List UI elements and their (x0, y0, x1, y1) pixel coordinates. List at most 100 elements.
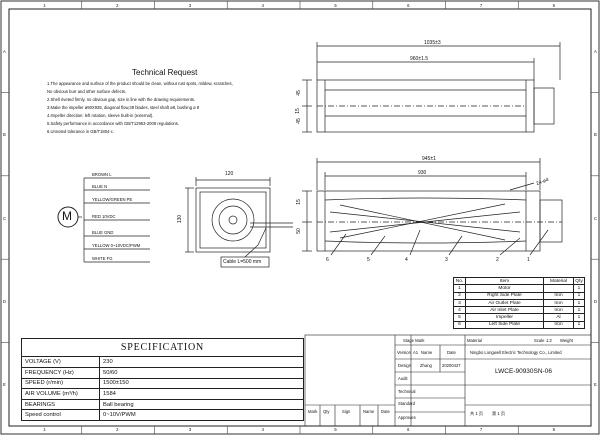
cell: Air Inlet Plate (465, 306, 544, 315)
spec-key: FREQUENCY (Hz) (21, 367, 100, 379)
parts-header: No. Item Material Qty (453, 276, 585, 286)
request-line: 4.Impeller direction: left rotation, sle… (47, 113, 154, 119)
spec-value: 1500±150 (99, 377, 304, 390)
tb-sign: Sign (342, 409, 351, 414)
request-line: 6.Unnoted tolerance in GB/T1804-c. (47, 129, 115, 135)
tb-material: Material (467, 338, 482, 343)
grid-row-label: C (594, 215, 598, 221)
grid-col-label: 1 (43, 3, 46, 8)
dim-15b: 15 (295, 199, 302, 205)
grid-col-label: 3 (188, 427, 192, 432)
cell: 6 (453, 320, 466, 330)
grid-col-label: 8 (552, 427, 555, 432)
wire-label: WHITE FG (92, 256, 113, 261)
spec-value: 0~10V/PWM (99, 409, 304, 421)
spec-value: 230 (99, 356, 304, 369)
dim-50: 50 (295, 228, 302, 234)
cell: Al (543, 313, 574, 322)
request-title: Technical Request (132, 68, 198, 77)
tb-company: Ningbo Longwell Electric Technology Co.,… (470, 350, 562, 355)
grid-col-label: 2 (116, 427, 119, 432)
dim-width: 120 (225, 171, 234, 177)
grid-row-label: A (3, 48, 6, 54)
dim-930: 930 (418, 170, 427, 176)
col-qty: Qty (573, 276, 585, 286)
col-no: No. (453, 276, 466, 286)
tb-technical: Technical (398, 389, 416, 394)
balloon-3: 3 (445, 257, 448, 263)
request-line: 1.The appearance and surface of the prod… (47, 81, 233, 86)
request-line: 2.Shell riveted firmly, no obvious gap, … (47, 97, 196, 103)
wire-label: BROWN L (92, 172, 112, 177)
tb-designer: Zhang (420, 363, 432, 368)
cell: Iron (543, 306, 574, 315)
motor-symbol: M (62, 209, 72, 223)
balloon-4: 4 (405, 257, 408, 263)
wire-label: YELLOW/GREEN PE (92, 197, 133, 202)
cell: 1 (573, 291, 585, 300)
spec-value: 50/60 (99, 367, 304, 379)
cell: 2 (453, 291, 466, 300)
tb-sheet: 共 1 页 (470, 411, 484, 416)
cell: 1 (573, 306, 585, 315)
grid-col-label: 4 (261, 3, 264, 8)
spec-value: 1584 (99, 388, 304, 400)
request-line: No obvious burr and other surface defect… (47, 89, 127, 95)
cell: 1 (573, 320, 585, 330)
grid-col-label: 5 (334, 3, 337, 8)
balloon-6: 6 (326, 257, 329, 263)
tb-qty: Qty (323, 409, 330, 414)
spec-key: AIR VOLUME (m³/h) (21, 388, 100, 400)
side-view (302, 158, 563, 256)
cell: Right Side Plate (465, 291, 544, 300)
spec-key: VOLTAGE (V) (21, 356, 100, 369)
top-view (302, 42, 561, 133)
tb-design: Design (398, 363, 412, 368)
cell: 5 (453, 313, 466, 322)
grid-row-label: E (594, 382, 597, 388)
spec-value: Ball bearing (99, 398, 304, 411)
cell: 3 (453, 298, 466, 308)
wire-label: BLUE N (92, 184, 108, 189)
grid-col-label: 5 (334, 427, 337, 432)
tb-standard: Standard (398, 401, 415, 406)
grid-col-label: 8 (552, 3, 555, 8)
tb-scale: Scale (534, 338, 545, 343)
tb-stage-mark: Stage Mark (403, 338, 425, 343)
spec-table: SPECIFICATION VOLTAGE (V)230 FREQUENCY (… (21, 337, 304, 421)
grid-col-label: 6 (407, 427, 410, 432)
spec-row: VOLTAGE (V)230 (21, 356, 304, 369)
balloon-2: 2 (496, 257, 499, 263)
cell: 1 (573, 298, 585, 308)
cell: Impeller (465, 313, 544, 322)
wiring-schematic (57, 177, 150, 263)
dim-15: 15 (294, 108, 301, 114)
tb-date: Date (447, 350, 456, 355)
tb-name: Name (421, 350, 433, 355)
spec-key: Speed control (21, 409, 100, 421)
spec-row: SPEED (r/min)1500±150 (21, 377, 304, 390)
cell: Left Side Plate (465, 320, 544, 330)
dim-overall: 1035±3 (424, 40, 441, 46)
grid-row-label: B (594, 132, 597, 138)
balloon-5: 5 (367, 257, 370, 263)
tb-design-date: 20200427 (442, 363, 461, 368)
tb-weight: Weight (560, 338, 573, 343)
tb-audit: Audit (398, 376, 408, 381)
grid-col-label: 2 (116, 3, 119, 8)
spec-title: SPECIFICATION (21, 337, 304, 358)
front-housing (195, 187, 271, 253)
grid-col-label: 7 (479, 3, 483, 8)
cell (543, 284, 574, 293)
grid-row-label: D (594, 298, 598, 304)
spec-row: AIR VOLUME (m³/h)1584 (21, 388, 304, 400)
